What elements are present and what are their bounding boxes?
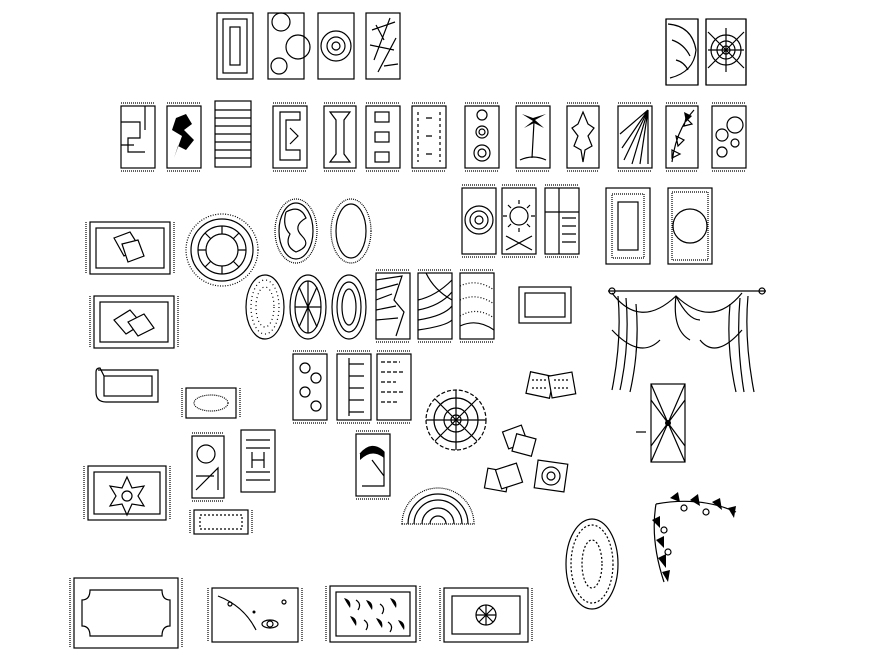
rug-oval-mosaic [565,518,619,610]
rug-flowers [292,350,328,424]
rug-square-blocks [365,102,401,172]
rug-circles [267,12,311,80]
rug-dotted-border [411,102,447,172]
rug-half-circle [355,430,391,500]
rug-small-dotted [189,509,253,535]
mandala-icon [425,389,487,451]
rug-half-round [401,487,475,525]
rug-ivy-vine [665,102,699,172]
rug-swirls [325,585,421,643]
rug-concentric-circles [317,12,355,80]
rug-sunrays [617,102,653,172]
rug-oval-figure [274,198,318,264]
lamp-icon [636,383,686,463]
rug-split-stripes [544,184,580,258]
rug-sun-face [501,184,537,258]
rug-key-pattern [272,102,308,172]
rug-cushions-1 [85,221,175,275]
rug-oval-plain [330,198,372,264]
rug-small-oval-center [181,387,241,419]
rug-wave-2 [417,269,453,343]
rug-rectangle-border [216,12,254,80]
fringed-rug-row [120,100,747,172]
rug-round [185,213,259,287]
curtain-icon [608,287,766,393]
rug-simple-frame [518,286,572,324]
rug-horizontal-stripes [214,100,252,168]
rug-holly-leaf [566,102,600,172]
rug-oval-sunburst [289,274,327,340]
rug-star-medallion [83,465,171,521]
rug-framed-circle [667,187,713,265]
rug-ladder [240,429,276,493]
cushion-stack-2 [483,462,524,493]
rug-abstract-strokes [365,12,401,80]
rug-ring-column [464,102,500,172]
rug-oval-dotted [245,274,285,340]
rug-comb [336,350,372,424]
cushion-stack-1 [501,424,537,458]
rug-spider-web [705,18,747,86]
rug-honeycomb [376,350,412,424]
rug-space [207,587,303,643]
rug-wave-1 [375,269,411,343]
cushion-target [533,459,569,493]
cushion-dotted-pair [525,371,577,399]
rug-flower-motif [166,102,202,172]
rug-center-medallion [439,587,533,643]
rug-geometric-circle [191,432,225,502]
rug-block-pattern [120,102,156,172]
rug-target [461,184,497,258]
corner-vine-icon [652,492,737,583]
rug-scalloped-corners [69,577,183,649]
rug-double-frame [605,187,651,265]
rug-cushions-2 [89,295,179,349]
rug-oval-ringed [331,274,367,340]
rug-leaf [665,18,699,86]
rug-palm-tree [515,102,551,172]
rug-curled [95,367,159,403]
rug-ornate-frame [323,102,357,172]
rug-bubbles [711,102,747,172]
rug-wave-3 [459,269,495,343]
